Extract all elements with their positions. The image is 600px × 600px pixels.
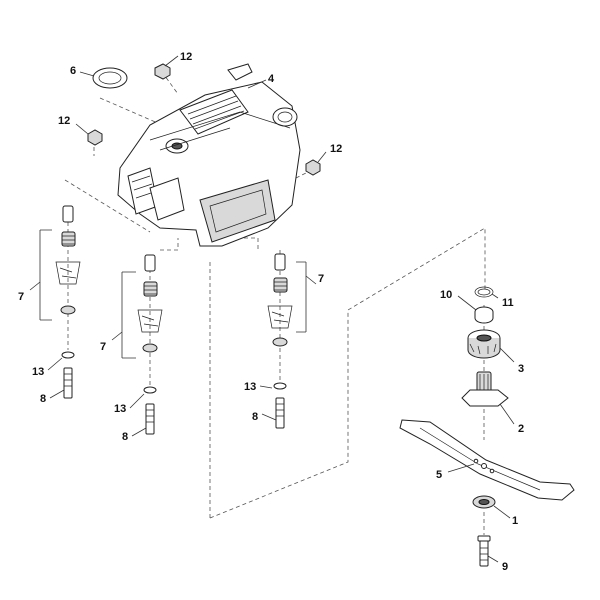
part-1-washer	[472, 495, 496, 509]
engine	[117, 63, 301, 247]
callout-8-middle: 8	[122, 431, 128, 443]
callout-4: 4	[268, 73, 275, 85]
part-12-nut-top	[154, 63, 171, 80]
assembly-guide-lines	[64, 71, 486, 535]
callout-1: 1	[512, 515, 518, 527]
callout-6: 6	[70, 65, 76, 77]
callout-7-middle: 7	[100, 341, 106, 353]
callout-8-right: 8	[252, 411, 258, 423]
callout-2: 2	[518, 423, 524, 435]
mount-stack-right	[267, 253, 293, 429]
mount-stack-left	[55, 205, 81, 399]
callout-13-middle: 13	[114, 403, 126, 415]
callout-12-top: 12	[180, 51, 192, 63]
part-10-sleeve	[474, 306, 494, 324]
callout-12-right: 12	[330, 143, 342, 155]
part-12-nut-right	[305, 159, 321, 176]
callout-12-left: 12	[58, 115, 70, 127]
part-12-nut-left	[87, 129, 103, 146]
callout-leaders	[29, 55, 515, 563]
callout-13-right: 13	[244, 381, 256, 393]
callout-5: 5	[436, 469, 442, 481]
callout-labels: 6 12 12 12 4 7 7 7 13 8 13 8 13 8 10 11 …	[18, 51, 524, 573]
callout-7-left: 7	[18, 291, 24, 303]
callout-8-left: 8	[40, 393, 46, 405]
part-2-blade-adapter	[461, 371, 509, 407]
part-9-bolt	[477, 535, 491, 567]
part-11-ring	[474, 286, 494, 298]
callout-7-right: 7	[318, 273, 324, 285]
part-3-fan-hub	[467, 329, 501, 359]
mount-stack-middle	[137, 254, 163, 435]
callout-9: 9	[502, 561, 508, 573]
part-5-blade	[399, 419, 575, 501]
callout-3: 3	[518, 363, 524, 375]
callout-10: 10	[440, 289, 452, 301]
part-6-gasket	[92, 67, 128, 89]
callout-13-left: 13	[32, 366, 44, 378]
callout-11: 11	[502, 297, 514, 309]
